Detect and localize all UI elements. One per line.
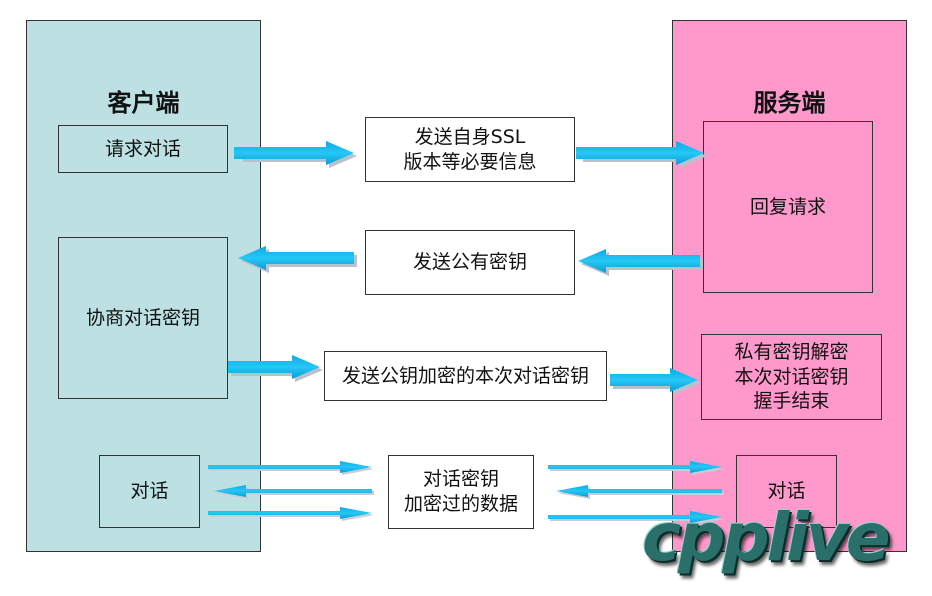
server-title: 服务端 [753,89,826,117]
arrow-thin-right-4 [548,511,724,525]
client-dialog-box: 对话 [99,455,200,528]
msg-public-key-box: 发送公有密钥 [365,230,575,295]
arrow-thin-right-3 [548,461,724,475]
msg-session-key-box: 发送公钥加密的本次对话密钥 [324,351,607,401]
arrow-left-to-client [238,246,357,273]
server-decrypt-line: 本次对话密钥 [734,365,849,388]
arrow-left-public-key [578,249,703,276]
client-negotiate-box: 协商对话密钥 [58,237,228,399]
arrow-right-request [234,141,357,168]
server-decrypt-box: 私有密钥解密 本次对话密钥 握手结束 [701,334,882,420]
msg-ssl-line: 发送自身SSL [414,125,526,148]
arrow-right-ssl [576,141,707,168]
server-reply-box: 回复请求 [703,121,873,293]
arrow-thin-right-2 [208,507,374,521]
arrow-thin-right-1 [208,461,374,475]
arrow-right-session-key [228,355,323,382]
cpplive-watermark-logo: cpplive [642,499,891,576]
client-title: 客户端 [107,89,180,117]
arrow-right-to-server-decrypt [610,368,701,395]
msg-data-line: 加密过的数据 [403,493,518,515]
server-decrypt-line: 私有密钥解密 [734,340,849,363]
msg-data-box: 对话密钥 加密过的数据 [388,455,534,529]
arrow-thin-left-2 [556,485,724,499]
msg-ssl-line: 版本等必要信息 [403,150,537,173]
server-decrypt-line: 握手结束 [753,390,830,413]
client-request-box: 请求对话 [58,125,228,173]
server-dialog-box: 对话 [736,455,837,528]
msg-data-line: 对话密钥 [422,468,499,491]
msg-ssl-box: 发送自身SSL 版本等必要信息 [365,117,575,182]
arrow-thin-left-1 [214,485,374,499]
